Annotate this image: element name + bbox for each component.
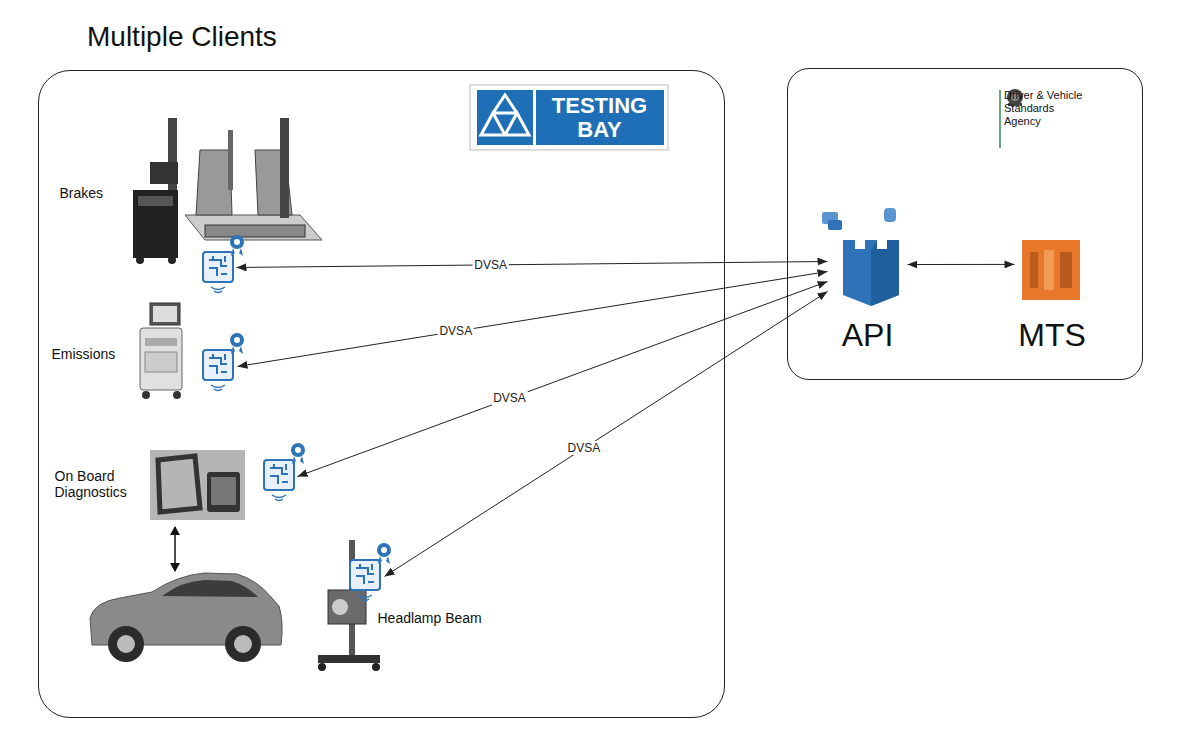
iot-chip-icon: [203, 333, 244, 391]
emissions-analyser-illustration: [140, 303, 182, 399]
node-label: Multiple Clients: [87, 21, 277, 53]
double-arrow-connector: [238, 271, 828, 366]
iot-chip-icon: [350, 543, 391, 601]
iot-chip-icon: [264, 443, 305, 501]
connector-label: DVSA: [437, 324, 474, 338]
api-node: API: [828, 205, 908, 350]
double-arrow-connector: [298, 281, 828, 476]
obd-scanner-illustration: [150, 450, 245, 520]
node-label: Brakes: [60, 185, 104, 202]
connector-label: DVSA: [566, 441, 603, 455]
double-arrow-connector: [908, 264, 1015, 265]
connector-label: DVSA: [491, 391, 528, 405]
node-label: Emissions: [52, 346, 116, 363]
obd-car-arrowheads: [170, 526, 180, 572]
client-group-box: Multiple ClientsTESTING BAYBrakesEmissio…: [38, 70, 725, 718]
brakes-equipment: Brakes: [55, 180, 237, 295]
logo-frame: [470, 85, 668, 150]
node-label: MTS: [1015, 317, 1090, 353]
emissions-equipment: Emissions: [48, 300, 238, 400]
iot-chip-icon: [203, 235, 244, 293]
logo-triangles: [481, 95, 529, 135]
testing-bay-logo: TESTING BAY: [536, 90, 664, 145]
logo-symbol: [477, 90, 533, 145]
connector-label: DVSA: [472, 258, 509, 272]
node-label: Driver & Vehicle Standards Agency: [1004, 89, 1086, 128]
node-label: API: [828, 317, 908, 353]
node-label: TESTING BAY: [548, 94, 652, 142]
mts-service-icon: [1022, 240, 1080, 300]
obd-equipment: On Board Diagnostics: [52, 440, 298, 525]
headlamp-equipment: Headlamp Beam: [325, 545, 385, 675]
brake-tester-illustration: [133, 118, 322, 264]
node-label: Headlamp Beam: [378, 610, 482, 627]
double-arrow-connector: [237, 261, 828, 267]
api-gateway-icon: [822, 208, 899, 306]
dvsa-system-box: Driver & Vehicle Standards AgencyAPI MTS: [787, 68, 1143, 380]
node-label: On Board Diagnostics: [55, 468, 145, 500]
car-illustration: [90, 573, 282, 662]
mts-node: MTS: [1015, 235, 1090, 350]
double-arrow-connector: [385, 292, 828, 577]
